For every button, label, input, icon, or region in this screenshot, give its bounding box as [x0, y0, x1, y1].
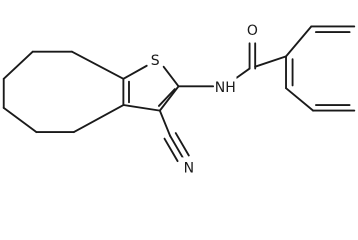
structure-diagram: S O NH N [2, 19, 356, 177]
amide-nitrogen-label: NH [215, 80, 236, 96]
amide-linkage [177, 42, 287, 88]
nitrile-nitrogen-label: N [184, 160, 194, 176]
sulfur-atom: S [147, 49, 163, 69]
thiophene-ring [122, 64, 180, 112]
sulfur-label: S [151, 53, 160, 69]
oxygen-atom: O [244, 19, 260, 39]
benzene-ring [285, 25, 356, 112]
amide-nitrogen-atom: NH [214, 76, 237, 96]
nitrile-bond [158, 109, 190, 163]
cyclohexane-ring [2, 50, 125, 134]
nitrile-nitrogen-atom: N [181, 157, 197, 176]
oxygen-label: O [247, 23, 258, 39]
